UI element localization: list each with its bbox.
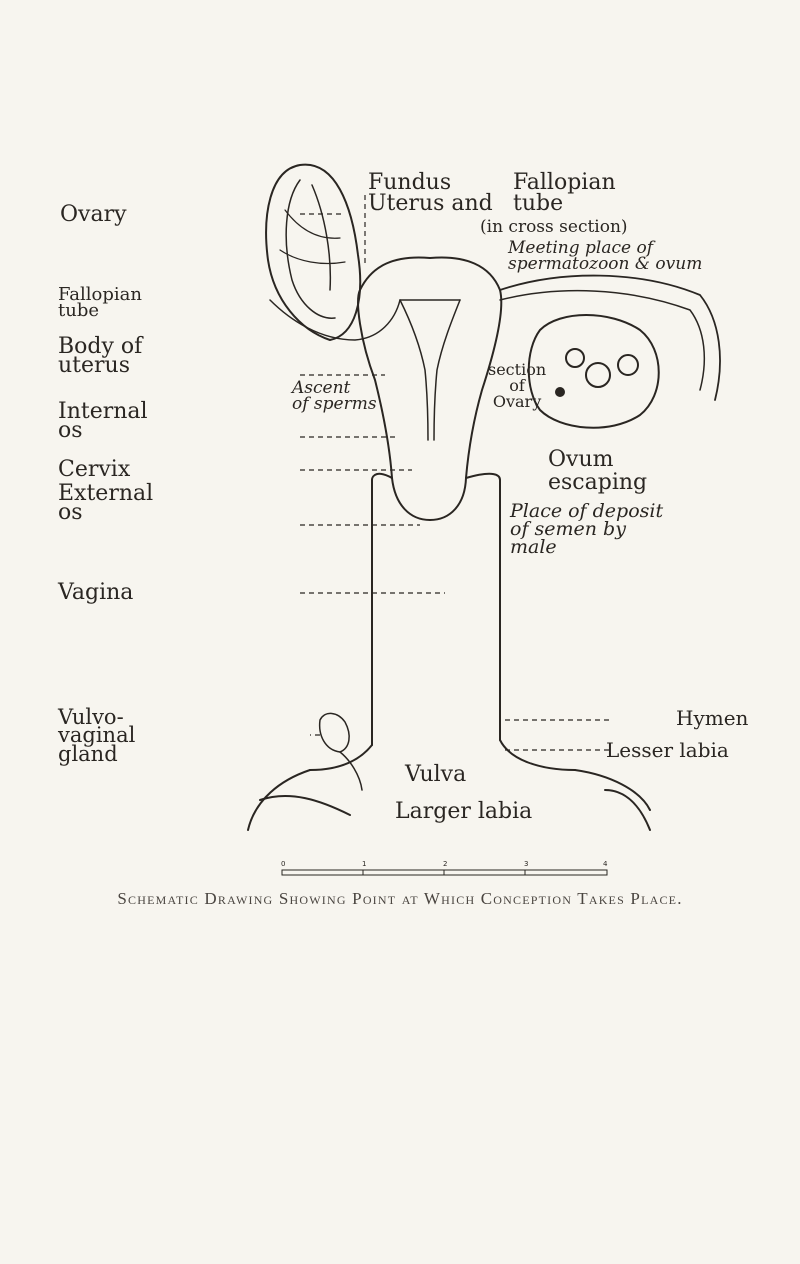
label-vagina: Vagina bbox=[58, 580, 134, 605]
label-vulvo-vaginal-gland: Vulvo- vaginal gland bbox=[58, 705, 136, 766]
figure-caption: Schematic Drawing Showing Point at Which… bbox=[117, 889, 683, 908]
label-external-os: External os bbox=[58, 481, 154, 525]
label-body-of-uterus: Body of uterus bbox=[58, 334, 143, 378]
label-fallopian-tube-right: Fallopian tube bbox=[513, 170, 616, 216]
label-ascent-of-sperms: Ascent of sperms bbox=[292, 378, 377, 415]
label-vulva: Vulva bbox=[405, 762, 467, 787]
label-larger-labia: Larger labia bbox=[395, 799, 533, 824]
label-ovary: Ovary bbox=[60, 202, 127, 227]
label-fundus-uterus: Fundus Uterus and bbox=[368, 170, 493, 216]
label-cervix: Cervix bbox=[58, 457, 131, 482]
label-meeting-place: Meeting place of spermatozoon & ovum bbox=[508, 238, 703, 275]
uterus-drawing bbox=[357, 256, 503, 521]
scale-tick-2: 2 bbox=[443, 860, 448, 868]
scale-tick-0: 0 bbox=[281, 860, 286, 868]
label-internal-os: Internal os bbox=[58, 399, 148, 443]
label-place-of-deposit: Place of deposit of semen by male bbox=[510, 500, 664, 559]
leader-lines bbox=[300, 195, 610, 751]
left-ovary-drawing bbox=[265, 163, 362, 341]
label-hymen: Hymen bbox=[676, 706, 749, 730]
ovary-section-drawing bbox=[527, 314, 660, 429]
label-fallopian-tube-left: Fallopian tube bbox=[58, 284, 142, 322]
label-cross-section: (in cross section) bbox=[480, 217, 628, 237]
label-section-of-ovary: section of Ovary bbox=[488, 360, 547, 411]
vagina-drawing bbox=[371, 472, 501, 746]
vulva-drawing bbox=[247, 712, 651, 831]
label-ovum-escaping: Ovum escaping bbox=[548, 447, 648, 496]
label-lesser-labia: Lesser labia bbox=[606, 738, 729, 762]
scale-tick-3: 3 bbox=[524, 860, 529, 868]
scale-tick-1: 1 bbox=[362, 860, 367, 868]
scale-tick-4: 4 bbox=[603, 860, 608, 868]
scale-bar bbox=[281, 869, 608, 876]
